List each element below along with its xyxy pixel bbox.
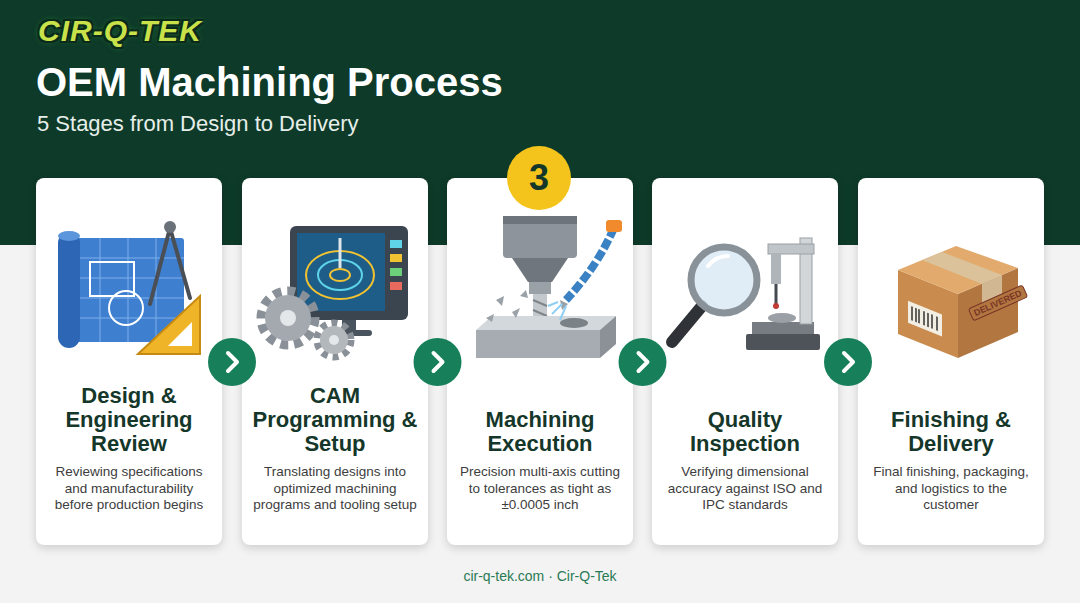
- stage-heading: Machining Execution: [457, 408, 623, 456]
- inspection-icon: [672, 238, 820, 350]
- stage-description: Reviewing specifications and manufactura…: [46, 464, 212, 514]
- delivery-box-icon: [898, 246, 1018, 358]
- stage-heading: CAM Programming & Setup: [252, 384, 418, 456]
- process-card: Finishing & DeliveryFinal finishing, pac…: [858, 178, 1044, 545]
- stage-heading: Design & Engineering Review: [46, 384, 212, 456]
- page-title: OEM Machining Process: [36, 60, 503, 105]
- stage-description: Precision multi-axis cutting to toleranc…: [457, 464, 623, 514]
- stage-description: Verifying dimensional accuracy against I…: [662, 464, 828, 514]
- flow-connector: [824, 338, 872, 386]
- arrow-chevron: [844, 353, 853, 371]
- flow-connector: [414, 338, 462, 386]
- callout-number: 3: [507, 156, 571, 200]
- stage-heading: Finishing & Delivery: [868, 408, 1034, 456]
- arrow-circle: [619, 338, 667, 386]
- flow-connector: [208, 338, 256, 386]
- arrow-chevron: [434, 353, 443, 371]
- blueprint-icon: [58, 221, 200, 354]
- cam-monitor-icon: [261, 226, 408, 357]
- stage-description: Translating designs into optimized machi…: [252, 464, 418, 514]
- arrow-circle: [208, 338, 256, 386]
- subtitle: 5 Stages from Design to Delivery: [37, 111, 359, 137]
- logo-text: CIR-Q-TEK: [38, 14, 202, 48]
- badge-circle: [507, 146, 571, 210]
- arrow-circle: [824, 338, 872, 386]
- flow-connector: [619, 338, 667, 386]
- arrow-chevron: [228, 353, 237, 371]
- process-card: Quality InspectionVerifying dimensional …: [652, 178, 838, 545]
- milling-machine-icon: [476, 216, 622, 358]
- footer-caption: cir-q-tek.com · Cir-Q-Tek: [0, 568, 1080, 584]
- arrow-chevron: [639, 353, 648, 371]
- stage-heading: Quality Inspection: [662, 408, 828, 456]
- stage-description: Final finishing, packaging, and logistic…: [868, 464, 1034, 514]
- arrow-circle: [414, 338, 462, 386]
